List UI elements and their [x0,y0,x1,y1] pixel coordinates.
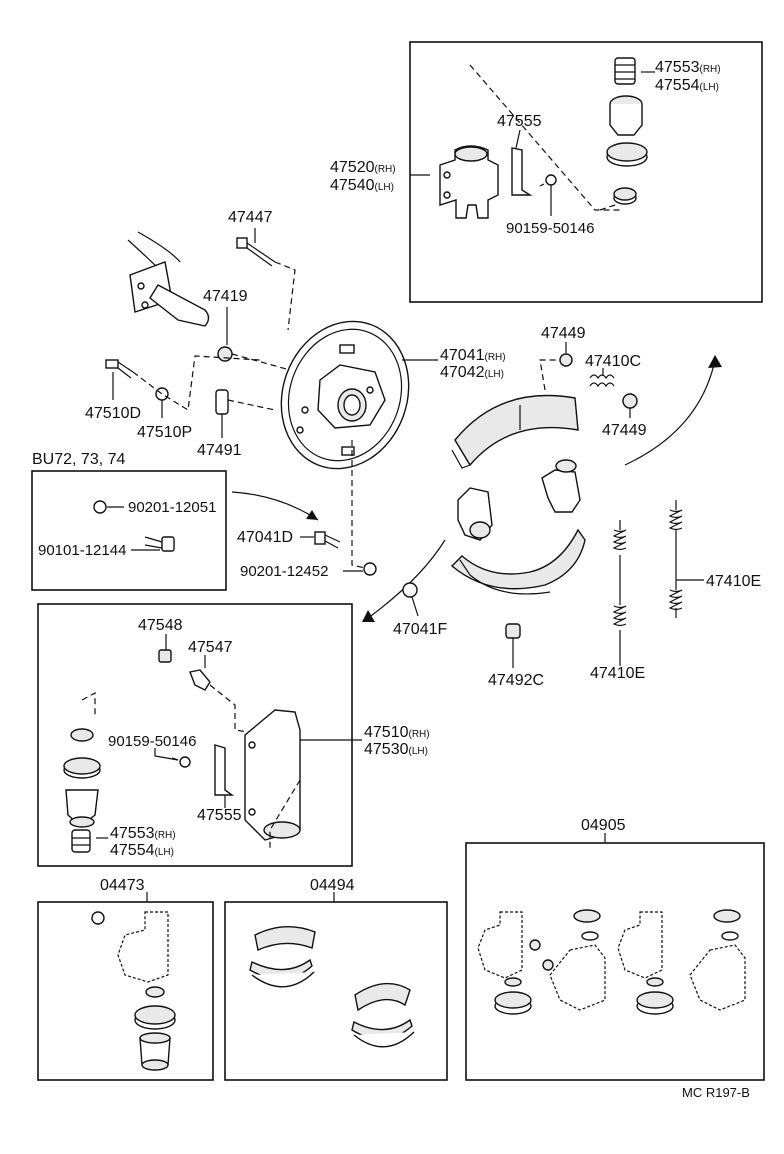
label-90159-top: 90159-50146 [506,220,594,237]
wheel-cylinder-bottom-box [37,603,353,867]
wheel-cylinder-47520-drawing [439,145,499,219]
kit-04494-box [224,901,448,1081]
boot-47449-a-drawing [559,353,573,367]
bolt-90159-top-drawing [539,174,557,187]
backing-plate-47041-drawing [280,320,410,470]
spring-47410e-center-lower-drawing [612,605,627,645]
spring-47410e-right-upper-drawing [668,500,683,531]
cup-seal-bottom-drawing [63,757,101,779]
nut-47419-drawing [217,346,233,362]
label-04494: 04494 [310,877,355,894]
piston-top-drawing [609,95,643,136]
cup-seal-top-drawing [606,142,648,167]
label-47520: 47520(RH) [330,159,396,176]
kit-04905-parts-drawing [477,909,746,1015]
bolt-47447-drawing [236,237,276,267]
wheel-cylinder-top-box [409,41,763,303]
spring-47410e-center-upper-drawing [612,520,627,551]
boot-top-drawing [613,187,637,205]
label-47548: 47548 [138,617,183,634]
wheel-cylinder-center-drawing [541,459,581,513]
label-47042: 47042(LH) [440,364,504,381]
label-90159-bottom: 90159-50146 [108,733,196,750]
label-47410e-right: 47410E [706,573,761,590]
label-47555-top: 47555 [497,113,542,130]
label-47553-top: 47553(RH) [655,59,721,76]
washer-90201-12051-drawing [93,500,107,514]
label-47419: 47419 [203,288,248,305]
label-47554-bottom: 47554(LH) [110,842,174,859]
kit-04473-parts-drawing [91,911,176,1071]
bolt-47041d-drawing [314,531,341,549]
washer-90201-12452-drawing [363,562,377,576]
brake-shoe-upper-drawing [451,394,579,469]
bu-models-box [31,470,227,591]
label-47041d: 47041D [237,529,293,546]
label-47410e-bottom: 47410E [590,665,645,682]
label-47510: 47510(RH) [364,724,430,741]
label-47554-top: 47554(LH) [655,77,719,94]
bleeder-plate-47555-drawing [511,147,533,196]
label-47410c: 47410C [585,353,641,370]
label-47492c: 47492C [488,672,544,689]
label-47510p: 47510P [137,424,192,441]
plug-47553-bottom-drawing [71,829,91,853]
bleeder-plug-47553-top-drawing [614,57,636,85]
nut-47492c-drawing [505,623,521,639]
spring-47410e-right-lower-drawing [668,589,683,618]
steering-knuckle-drawing [127,231,210,327]
label-47041: 47041(RH) [440,347,506,364]
label-04905: 04905 [581,817,626,834]
kit-04494-shoes-drawing [249,926,415,1048]
label-47555-bottom: 47555 [197,807,242,824]
label-90201-12051: 90201-12051 [128,499,216,516]
label-47540: 47540(LH) [330,177,394,194]
boot-47449-b-drawing [622,393,638,409]
kit-04473-box [37,901,214,1081]
clip-47491-drawing [215,389,229,415]
label-47041f: 47041F [393,621,447,638]
label-47510d: 47510D [85,405,141,422]
label-47449-b: 47449 [602,422,647,439]
label-bu-models: BU72, 73, 74 [32,451,126,468]
label-47447: 47447 [228,209,273,226]
piston-bottom-drawing [65,789,99,828]
label-90101-12144: 90101-12144 [38,542,126,559]
label-47553-bottom: 47553(RH) [110,825,176,842]
label-47547: 47547 [188,639,233,656]
label-47449-a: 47449 [541,325,586,342]
bleeder-plate-47555-bottom-drawing [214,744,235,796]
label-90201-12452: 90201-12452 [240,563,328,580]
bolt-47510d-drawing [105,359,134,379]
reference-code: MC R197-B [682,1085,750,1100]
cap-47548-drawing [158,649,172,663]
spring-47410c-drawing [589,374,615,388]
brake-shoe-lower-drawing [450,528,586,595]
label-04473: 04473 [100,877,145,894]
label-47530: 47530(LH) [364,741,428,758]
bolt-90159-bottom-drawing [171,756,191,768]
label-47491: 47491 [197,442,242,459]
washer-47510p-drawing [155,387,169,401]
bleeder-47547-drawing [189,669,211,691]
wheel-cylinder-left-drawing [457,487,493,541]
bolt-90101-12144-drawing [144,536,175,552]
kit-04905-box [465,842,765,1081]
plug-47041f-drawing [402,582,418,598]
wheel-cylinder-47510-drawing [244,709,301,841]
boot-bottom-drawing [70,728,94,742]
